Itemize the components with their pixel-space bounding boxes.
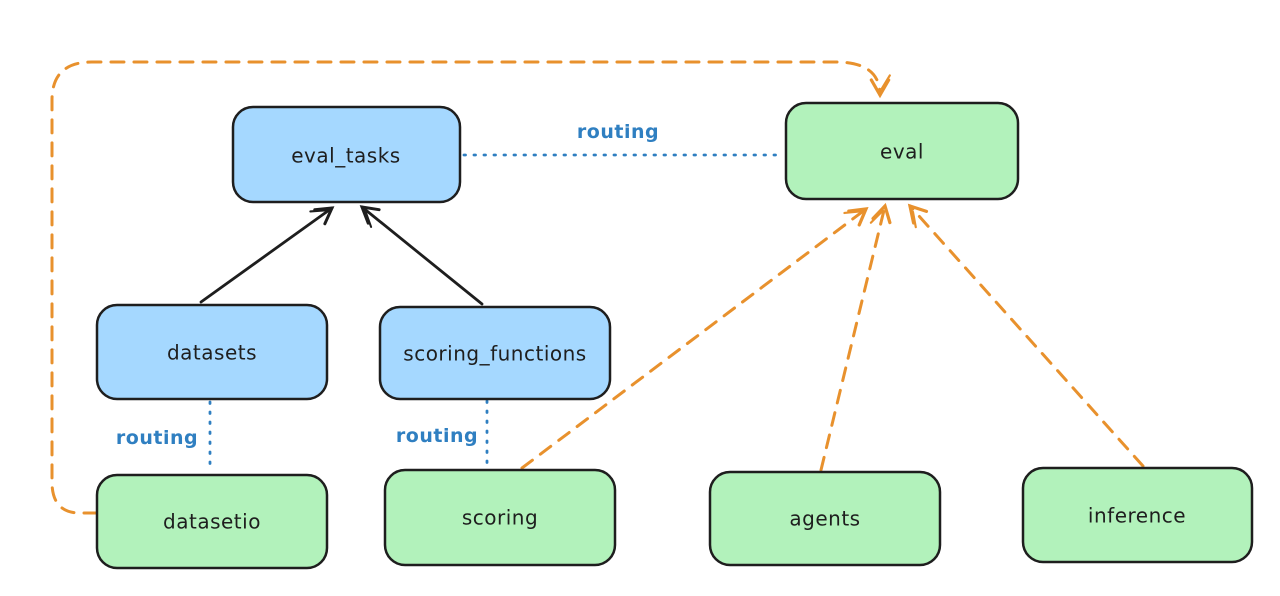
node-scoring-functions-box[interactable] xyxy=(378,305,612,401)
node-agents-box[interactable] xyxy=(708,470,942,567)
node-eval-label: eval xyxy=(880,140,924,164)
node-inference-label: inference xyxy=(1088,504,1186,528)
node-scoring-functions-label: scoring_functions xyxy=(403,342,586,366)
node-eval-box[interactable] xyxy=(784,101,1020,201)
node-inference-box[interactable] xyxy=(1021,466,1254,564)
node-datasetio[interactable]: datasetio xyxy=(95,473,329,570)
node-agents[interactable]: agents xyxy=(708,470,942,567)
edge-agents-to-eval-dashed-arrow xyxy=(819,202,892,472)
node-datasets-label: datasets xyxy=(167,341,257,365)
edge-scoring-to-eval-dashed-arrow xyxy=(520,207,869,470)
node-scoring-box[interactable] xyxy=(383,468,617,567)
node-agents-label: agents xyxy=(789,507,860,531)
node-datasetio-label: datasetio xyxy=(163,510,261,534)
node-eval-tasks-box[interactable] xyxy=(231,105,462,204)
node-datasets-box[interactable] xyxy=(95,303,329,401)
node-eval[interactable]: eval xyxy=(784,101,1020,201)
node-datasets[interactable]: datasets xyxy=(95,303,329,401)
routing-label-scoring-functions-scoring: routing xyxy=(396,425,478,447)
edge-inference-to-eval-dashed-arrow xyxy=(907,203,1145,468)
node-scoring[interactable]: scoring xyxy=(383,468,617,567)
edge-datasets-to-eval-tasks-arrow xyxy=(199,206,335,304)
node-datasetio-box[interactable] xyxy=(95,473,329,570)
node-scoring-functions[interactable]: scoring_functions xyxy=(378,305,612,401)
node-eval-tasks[interactable]: eval_tasks xyxy=(231,105,462,204)
node-eval-tasks-label: eval_tasks xyxy=(291,144,400,168)
edge-scoring-functions-to-eval-tasks-arrow xyxy=(359,205,484,306)
node-inference[interactable]: inference xyxy=(1021,466,1254,564)
node-scoring-label: scoring xyxy=(462,506,538,530)
routing-label-datasets-datasetio: routing xyxy=(116,427,198,449)
routing-label-eval-tasks-eval: routing xyxy=(577,121,659,143)
